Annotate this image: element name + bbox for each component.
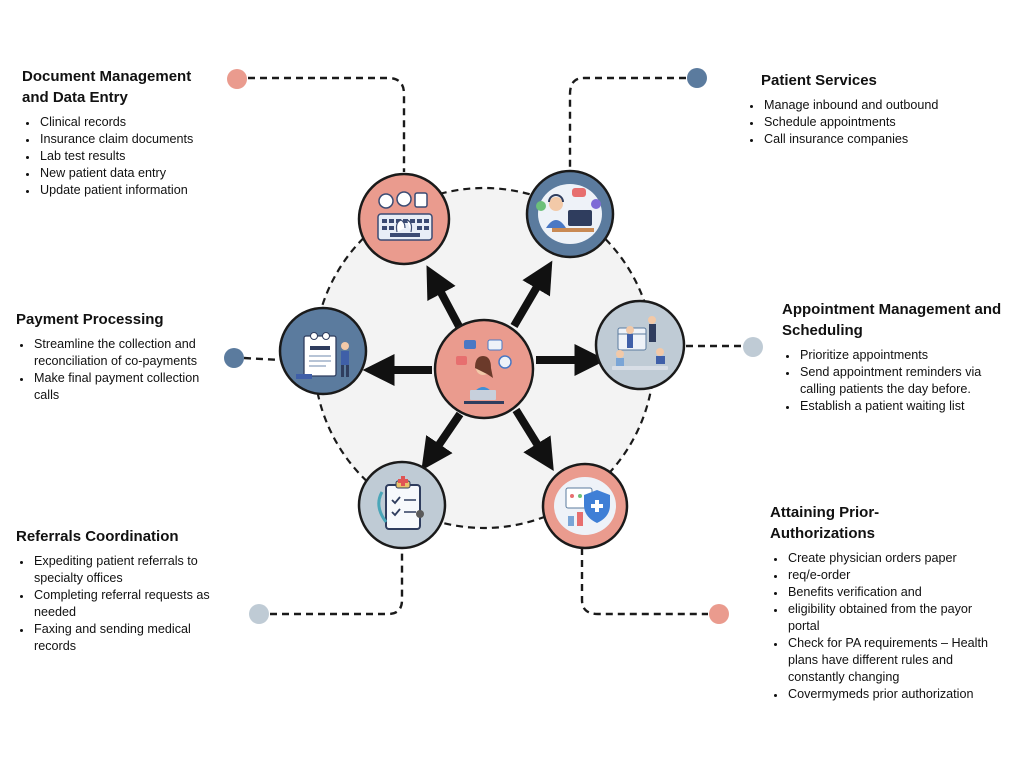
list-item: Create physician orders paper	[786, 550, 1002, 567]
node-prior-authorizations	[541, 462, 629, 550]
list-item: Faxing and sending medical records	[32, 621, 228, 655]
list-item: Make final payment collection calls	[32, 370, 222, 404]
arrow-to-referrals-coordination	[421, 411, 464, 471]
section-title: Patient Services	[761, 72, 877, 89]
section-title: Attaining Prior-Authorizations	[770, 504, 880, 542]
section-patient-services: Patient Services Manage inbound and outb…	[746, 70, 986, 148]
connector-document-management	[248, 76, 406, 172]
list-item: Clinical records	[38, 114, 222, 131]
list-item: Expediting patient referrals to specialt…	[32, 553, 228, 587]
arrow-to-prior-authorizations	[512, 407, 554, 472]
list-item: Check for PA requirements – Health plans…	[786, 635, 1002, 686]
list-item: Manage inbound and outbound	[762, 97, 986, 114]
list-item: Send appointment reminders via calling p…	[798, 364, 1004, 398]
list-item: Benefits verification and	[786, 584, 1002, 601]
list-item: Completing referral requests as needed	[32, 587, 228, 621]
list-item: Streamline the collection and reconcilia…	[32, 336, 222, 370]
list-item: Prioritize appointments	[798, 347, 1004, 364]
section-referrals-coordination: Referrals Coordination Expediting patien…	[16, 526, 228, 655]
arrow-to-document-management	[426, 265, 466, 334]
dot-document-management	[227, 69, 247, 89]
node-referrals-coordination	[357, 460, 447, 550]
list-item: Covermymeds prior authorization	[786, 686, 1002, 703]
list-item: Establish a patient waiting list	[798, 398, 1004, 415]
support-agent-with-laptop-icon	[456, 339, 512, 404]
node-payment-processing	[278, 306, 368, 396]
section-title: Referrals Coordination	[16, 528, 179, 545]
section-title: Appointment Management and Scheduling	[782, 301, 1002, 339]
section-payment-processing: Payment Processing Streamline the collec…	[16, 309, 222, 404]
team-calendar-icon	[612, 316, 668, 370]
dot-appointment-management	[743, 337, 763, 357]
list-item: New patient data entry	[38, 165, 222, 182]
section-prior-authorizations: Attaining Prior-Authorizations Create ph…	[770, 502, 1002, 703]
connector-patient-services	[568, 76, 686, 170]
node-patient-services	[525, 169, 615, 259]
connector-prior-authorizations	[580, 548, 708, 616]
hub-node	[433, 318, 535, 420]
connector-payment-processing	[243, 356, 281, 362]
list-item: Update patient information	[38, 182, 222, 199]
dot-patient-services	[687, 68, 707, 88]
list-item: eligibility obtained from the payor port…	[786, 601, 1002, 635]
list-item: Schedule appointments	[762, 114, 986, 131]
payment-document-icon	[296, 332, 349, 379]
arrow-to-patient-services	[510, 260, 553, 329]
connector-lines	[243, 76, 742, 616]
list-item: Insurance claim documents	[38, 131, 222, 148]
connector-referrals-coordination	[270, 548, 404, 616]
list-item: Call insurance companies	[762, 131, 986, 148]
medical-clipboard-icon	[377, 476, 424, 530]
node-document-management	[357, 172, 451, 266]
call-center-agent-icon	[536, 184, 602, 244]
list-item: req/e-order	[786, 567, 1002, 584]
section-title: Document Management and Data Entry	[22, 68, 192, 106]
dot-payment-processing	[224, 348, 244, 368]
dot-prior-authorizations	[709, 604, 729, 624]
list-item: Lab test results	[38, 148, 222, 165]
dot-referrals-coordination	[249, 604, 269, 624]
hub-arrows	[362, 260, 607, 472]
node-appointment-management	[594, 299, 686, 391]
section-document-management: Document Management and Data Entry Clini…	[22, 66, 222, 199]
medical-shield-icon	[554, 477, 616, 535]
section-title: Payment Processing	[16, 311, 164, 328]
keyboard-typing-icon	[377, 191, 433, 241]
section-appointment-management: Appointment Management and Scheduling Pr…	[782, 299, 1004, 415]
